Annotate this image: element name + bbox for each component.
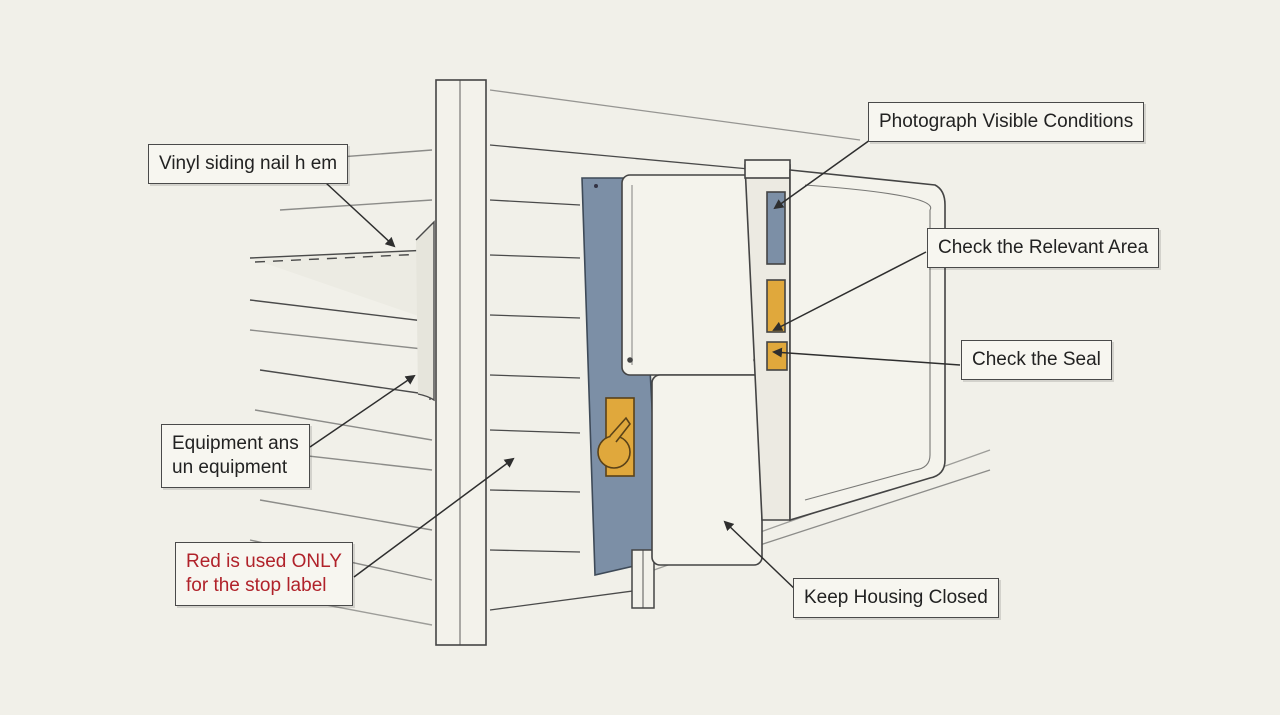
callout-equipment: Equipment ans un equipment bbox=[161, 424, 310, 488]
callout-relevant-area: Check the Relevant Area bbox=[927, 228, 1160, 268]
side-cabinet bbox=[744, 159, 946, 522]
callout-photograph: Photograph Visible Conditions bbox=[868, 102, 1145, 142]
leader-relevant-area bbox=[772, 251, 927, 331]
callout-seal-text: Check the Seal bbox=[972, 349, 1101, 370]
conduit bbox=[631, 549, 655, 609]
callout-housing-closed: Keep Housing Closed bbox=[793, 578, 999, 618]
callout-equipment-line2: un equipment bbox=[172, 457, 288, 478]
callout-equipment-line1: Equipment ans bbox=[172, 433, 299, 454]
callout-seal: Check the Seal bbox=[961, 340, 1112, 380]
callout-photograph-text: Photograph Visible Conditions bbox=[879, 111, 1134, 132]
orange-handle bbox=[597, 397, 635, 477]
callout-red-note: Red is used ONLY for the stop label bbox=[175, 542, 353, 606]
leader-photograph bbox=[773, 139, 871, 210]
leader-red-note bbox=[353, 457, 515, 578]
callout-red-note-line2: for the stop label bbox=[186, 575, 327, 596]
leader-seal bbox=[772, 347, 961, 366]
leader-equipment bbox=[309, 374, 416, 448]
callout-vinyl-text: Vinyl siding nail h em bbox=[159, 153, 338, 174]
upper-housing bbox=[621, 174, 763, 376]
callout-housing-closed-text: Keep Housing Closed bbox=[804, 587, 988, 608]
callout-vinyl: Vinyl siding nail h em bbox=[148, 144, 349, 184]
leader-housing bbox=[723, 520, 801, 595]
leader-lines bbox=[309, 139, 961, 595]
callout-relevant-area-text: Check the Relevant Area bbox=[938, 237, 1149, 258]
leader-vinyl bbox=[325, 182, 396, 248]
corner-post bbox=[435, 79, 487, 646]
callout-red-note-line1: Red is used ONLY bbox=[186, 551, 342, 572]
lower-housing bbox=[651, 374, 763, 566]
